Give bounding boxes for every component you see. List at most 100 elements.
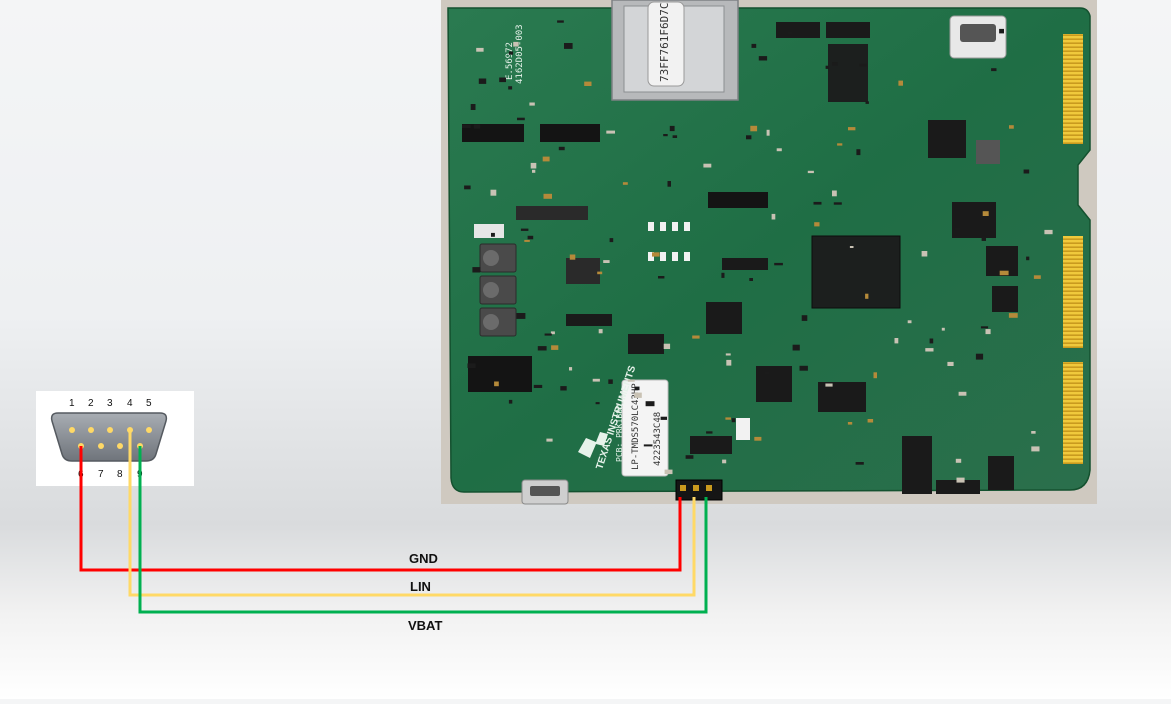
led-2 [660,222,666,231]
edge-connector-top [1063,34,1083,144]
button-3-cap [483,314,499,330]
white-switch [474,224,504,238]
smd-part [606,130,615,134]
smd-part [813,201,822,205]
chip-i [992,286,1018,312]
wire-label-lin: LIN [410,579,431,594]
smd-part [529,102,535,106]
smd-part [622,182,628,185]
smd-part [517,117,525,121]
smd-part [1033,275,1041,279]
smd-part [991,68,997,72]
lin-header-pin-1 [680,485,686,491]
smd-part [925,348,934,352]
led-4 [684,222,690,231]
smd-part [1044,229,1053,235]
pin-label-4: 4 [127,398,133,409]
chip-f [706,302,742,334]
header-top-2 [826,22,870,38]
smd-part [490,189,497,196]
smd-part [520,228,529,231]
smd-part [476,47,484,52]
chip-g [928,120,966,158]
smd-part [907,320,912,324]
smd-part [663,134,668,137]
smd-part [941,327,945,331]
smd-part [558,146,565,151]
db9-connector: 1 2 3 4 5 6 7 8 9 [36,391,194,486]
smd-part [667,181,671,187]
smd-part [837,143,843,146]
smd-part [532,169,536,173]
smd-part [975,353,984,360]
smd-part [537,346,547,351]
smd-part [550,331,555,335]
smd-part [865,293,869,299]
header-top-1 [776,22,820,38]
db9-shell [50,412,168,462]
silkscreen-line-2: 4162D05-003 [515,24,525,84]
smd-part [660,416,667,420]
db9-pin-2 [88,427,94,433]
led-5 [648,252,654,261]
db9-pin-7 [98,443,104,449]
pin-label-8: 8 [117,469,123,480]
smd-part [1008,313,1018,318]
smd-part [652,252,660,257]
smd-part [560,386,567,391]
pin-label-2: 2 [88,398,94,409]
smd-part [832,62,838,66]
smd-part [634,386,640,391]
smd-part [848,127,856,131]
smd-part [774,262,783,266]
usb-port-top-slot [960,24,996,42]
inductor [976,140,1000,164]
smd-part [754,436,762,441]
smd-part [634,392,642,398]
lin-header-pin-3 [706,485,712,491]
led-8 [684,252,690,261]
smd-part [725,353,731,356]
smd-part [749,278,753,281]
jumper-2 [566,314,612,326]
pin-label-5: 5 [146,398,152,409]
jumper-block-right [952,202,996,238]
smd-part [467,363,476,368]
smd-part [544,333,552,336]
smd-part [985,329,991,335]
edge-connector-bottom [1063,362,1083,464]
smd-part [603,260,610,263]
smd-part [814,222,820,227]
smd-part [672,135,678,138]
smd-part [592,378,600,382]
jumper-1 [722,258,768,270]
smd-part [643,444,653,447]
smd-part [703,163,712,168]
led-7 [672,252,678,261]
smd-part [722,459,727,464]
db9-pin-3 [107,427,113,433]
header-bottom-right [936,480,980,494]
dip-switch [566,258,600,284]
smd-part [462,124,471,128]
smd-part [706,431,713,434]
smd-part [533,384,543,388]
pin-label-7: 7 [98,469,104,480]
button-1-cap [483,250,499,266]
smd-part [764,371,770,375]
pin-label-3: 3 [107,398,113,409]
edge-connector-middle [1063,236,1083,348]
chip-c [708,192,768,208]
smd-part [731,418,736,423]
smd-part [766,129,770,136]
smd-part [494,381,499,387]
smd-part [1023,169,1030,174]
smd-part [508,51,513,55]
smd-part [955,458,962,463]
smd-part [1009,125,1014,129]
smd-part [771,213,776,220]
smd-part [663,343,671,349]
led-3 [672,222,678,231]
chip-power [468,356,532,392]
